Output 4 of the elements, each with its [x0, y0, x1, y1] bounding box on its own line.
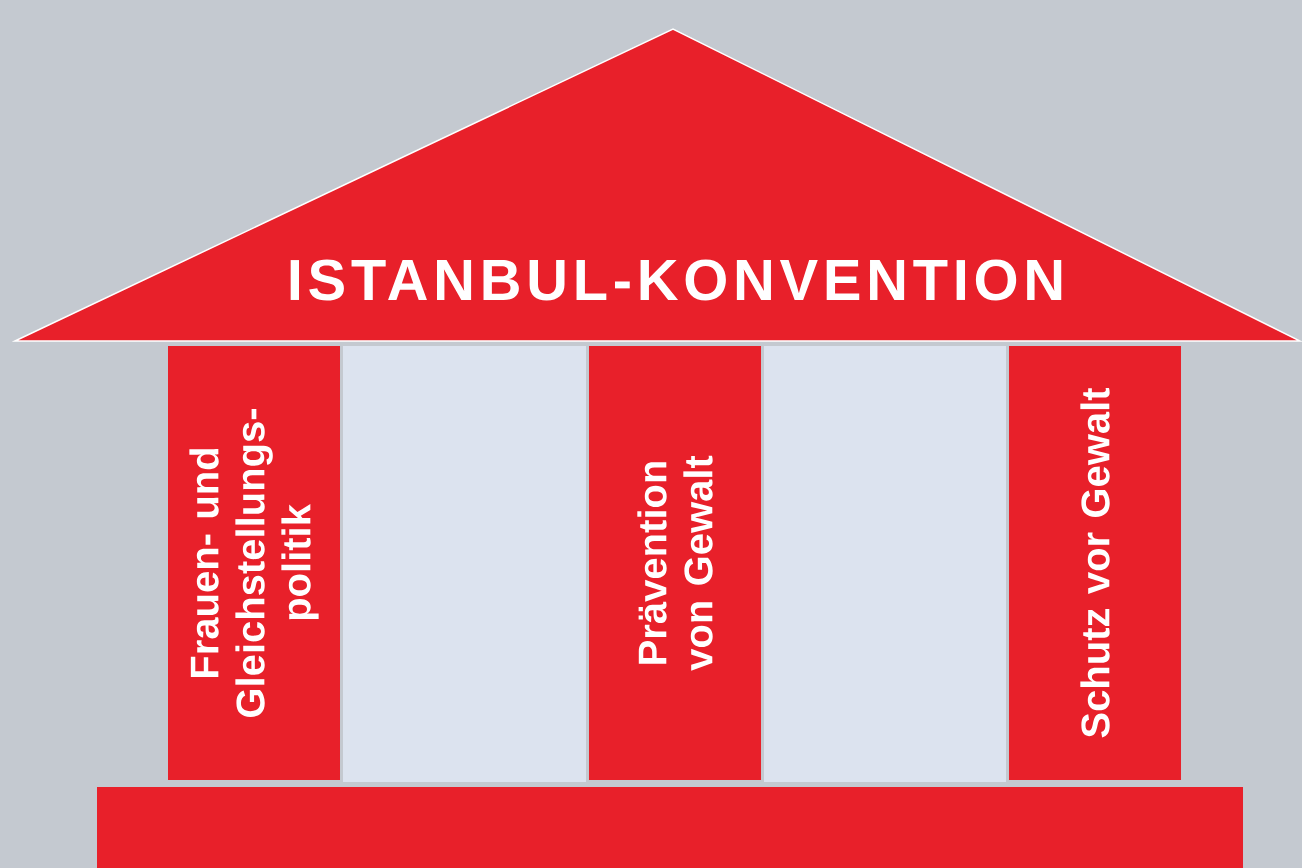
pillar: Schutz vor Gewalt — [1009, 346, 1181, 780]
pillar: Prävention von Gewalt — [589, 346, 761, 780]
base-bar — [97, 787, 1243, 868]
pillar: Frauen- und Gleichstellungs- politik — [168, 346, 340, 780]
